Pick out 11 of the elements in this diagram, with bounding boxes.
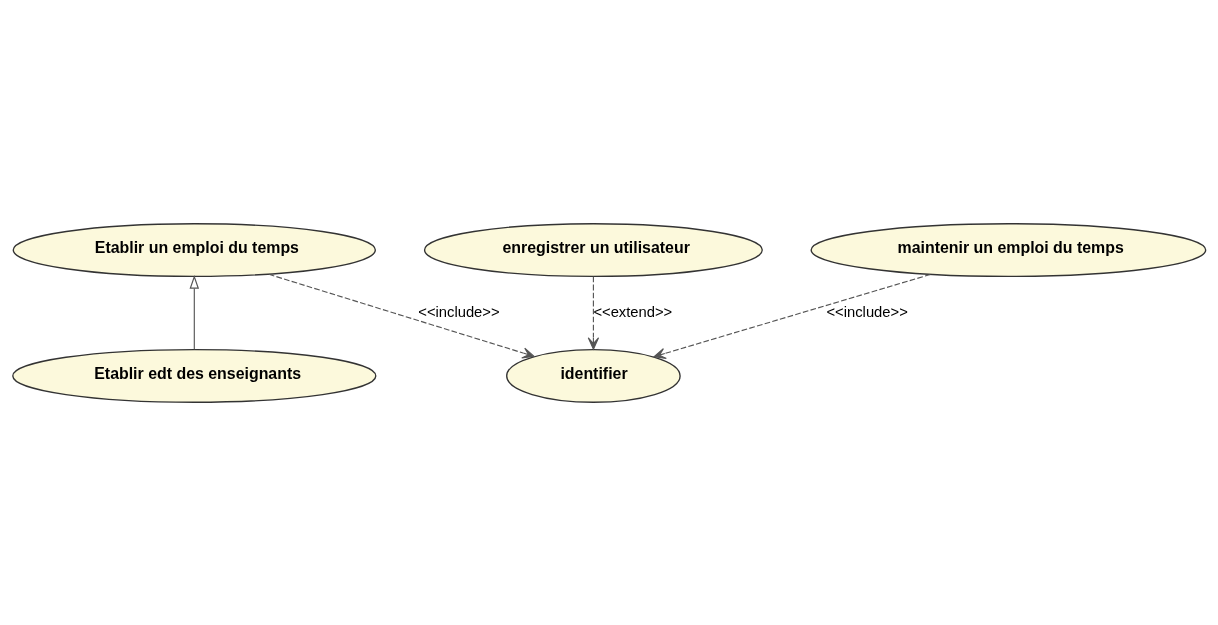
arrow	[268, 273, 535, 358]
arrow	[653, 273, 931, 359]
node-ellipse: enregistrer un utilisateur	[423, 222, 763, 277]
node-ellipse: Etablir un emploi du temps	[12, 222, 376, 277]
node-ellipse: Etablir edt des enseignants	[12, 348, 377, 403]
arrow	[189, 274, 200, 350]
edge-label: <<include>>	[826, 303, 908, 320]
edge-label: <<extend>>	[593, 303, 673, 320]
edge-label: <<include>>	[418, 303, 500, 320]
arrow	[587, 275, 600, 350]
node-ellipse: maintenir un emploi du temps	[810, 222, 1207, 277]
